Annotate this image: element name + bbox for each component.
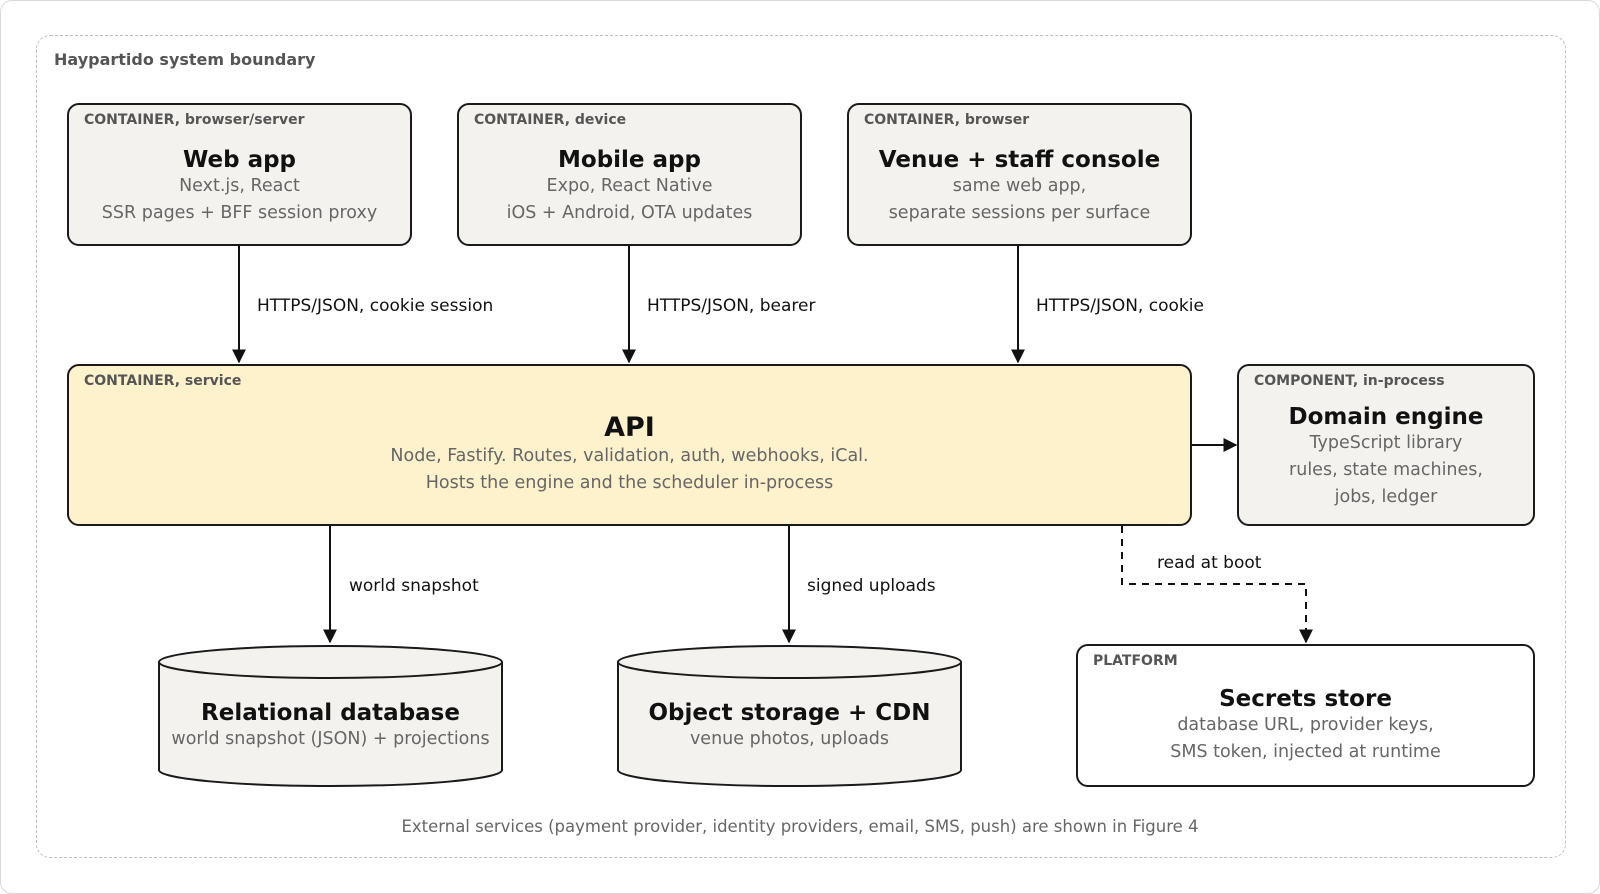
web-app-line-2: SSR pages + BFF session proxy: [101, 203, 378, 223]
web-app-title: Web app: [182, 147, 297, 173]
domain-engine-line-3: jobs, ledger: [1334, 487, 1438, 507]
edge-label-mobile-to-api: HTTPS/JSON, bearer: [647, 296, 816, 316]
secrets-line-2: SMS token, injected at runtime: [1170, 742, 1441, 762]
relational-database: Relational database world snapshot (JSON…: [157, 644, 504, 788]
domain-engine-line-2: rules, state machines,: [1289, 460, 1483, 480]
edge-label-api-to-db: world snapshot: [349, 576, 479, 596]
edge-label-api-to-secrets: read at boot: [1157, 553, 1262, 573]
domain-engine-title: Domain engine: [1288, 404, 1484, 430]
edge-label-web-to-api: HTTPS/JSON, cookie session: [257, 296, 494, 316]
web-app-line-1: Next.js, React: [179, 176, 300, 196]
storage-title: Object storage + CDN: [648, 700, 931, 726]
mobile-app-container: CONTAINER, device Mobile app Expo, React…: [457, 103, 802, 246]
console-title: Venue + staff console: [878, 147, 1161, 173]
database-title: Relational database: [201, 700, 460, 726]
database-cylinder-icon: [158, 645, 503, 787]
object-storage: Object storage + CDN venue photos, uploa…: [616, 644, 963, 788]
edge-label-api-to-storage: signed uploads: [807, 576, 936, 596]
domain-engine-tag: COMPONENT, in-process: [1254, 373, 1445, 389]
api-title: API: [604, 412, 655, 443]
domain-engine-component: COMPONENT, in-process Domain engine Type…: [1237, 364, 1535, 526]
console-tag: CONTAINER, browser: [864, 112, 1030, 128]
console-container: CONTAINER, browser Venue + staff console…: [847, 103, 1192, 246]
mobile-app-title: Mobile app: [558, 147, 701, 173]
console-line-2: separate sessions per surface: [888, 203, 1151, 223]
console-line-1: same web app,: [952, 176, 1087, 196]
edge-label-console-to-api: HTTPS/JSON, cookie: [1036, 296, 1204, 316]
mobile-app-tag: CONTAINER, device: [474, 112, 627, 128]
mobile-app-line-1: Expo, React Native: [546, 176, 713, 196]
secrets-line-1: database URL, provider keys,: [1177, 715, 1434, 735]
system-boundary: [36, 35, 1566, 858]
web-app-container: CONTAINER, browser/server Web app Next.j…: [67, 103, 412, 246]
secrets-tag: PLATFORM: [1093, 653, 1178, 669]
footnote: External services (payment provider, ide…: [401, 817, 1199, 836]
secrets-title: Secrets store: [1219, 686, 1392, 712]
system-boundary-label: Haypartido system boundary: [54, 50, 316, 69]
api-line-2: Hosts the engine and the scheduler in-pr…: [425, 473, 834, 493]
storage-line-1: venue photos, uploads: [689, 729, 890, 749]
storage-cylinder-icon: [617, 645, 962, 787]
database-line-1: world snapshot (JSON) + projections: [171, 729, 490, 749]
domain-engine-line-1: TypeScript library: [1309, 433, 1463, 453]
secrets-store: PLATFORM Secrets store database URL, pro…: [1076, 644, 1535, 787]
api-tag: CONTAINER, service: [84, 373, 242, 389]
mobile-app-line-2: iOS + Android, OTA updates: [506, 203, 753, 223]
api-container: CONTAINER, service API Node, Fastify. Ro…: [67, 364, 1192, 526]
edge-api-to-secrets: [1121, 526, 1313, 644]
web-app-tag: CONTAINER, browser/server: [84, 112, 305, 128]
api-line-1: Node, Fastify. Routes, validation, auth,…: [390, 446, 869, 466]
